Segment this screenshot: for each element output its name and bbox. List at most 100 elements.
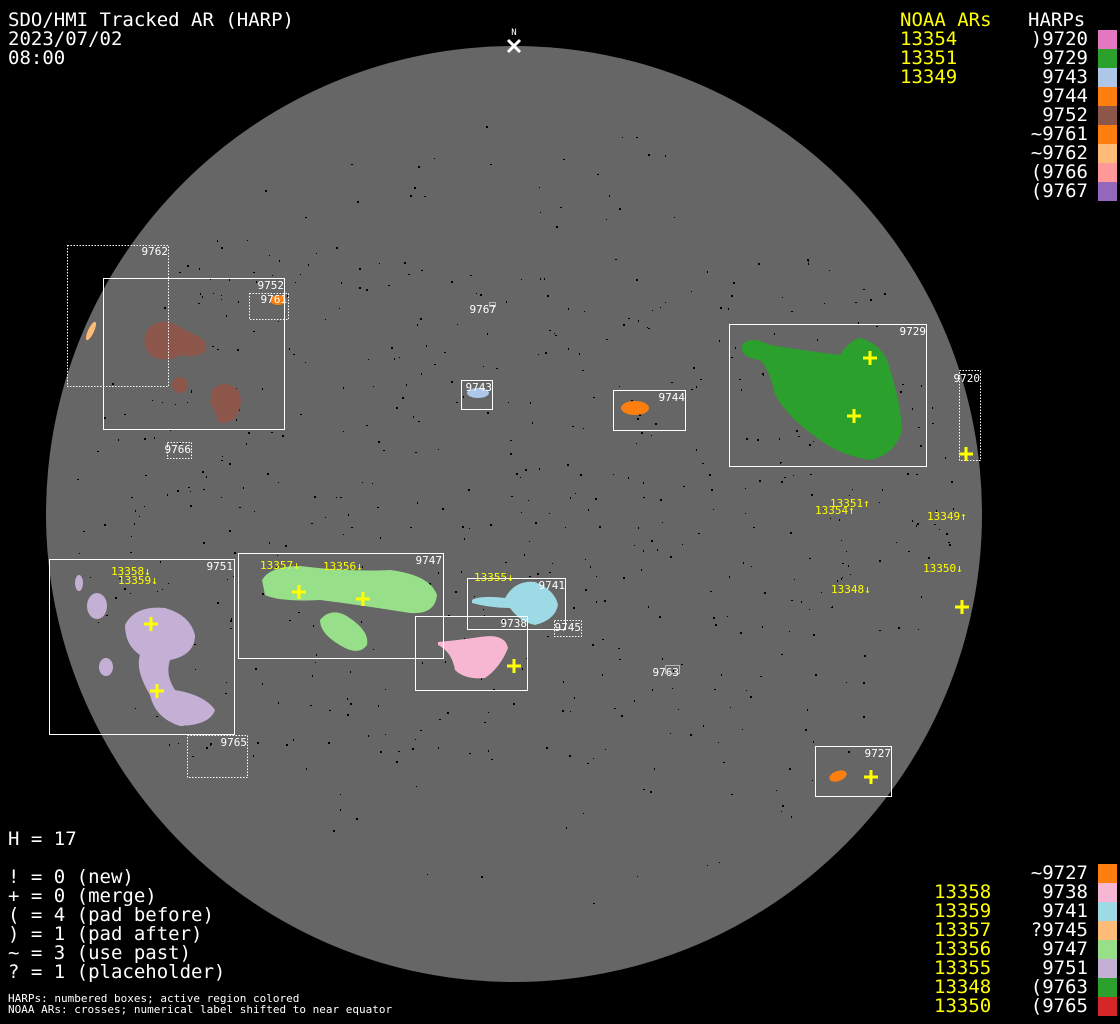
harp-box-9766[interactable] [167, 442, 192, 459]
speck [474, 596, 475, 597]
speck [350, 703, 352, 705]
speck [442, 508, 444, 510]
speck [351, 527, 353, 528]
speck [483, 609, 484, 610]
harp-label-9738: 9738 [501, 617, 528, 630]
speck [300, 274, 301, 275]
speck [510, 440, 512, 441]
speck [254, 511, 255, 512]
speck [506, 301, 507, 303]
speck [928, 557, 930, 559]
speck [592, 644, 594, 646]
speck [417, 324, 418, 326]
speck [491, 759, 493, 760]
harp-box-9747[interactable] [238, 553, 444, 659]
region-9751-c [75, 575, 83, 591]
harp-box-9743[interactable] [461, 380, 493, 410]
speck [202, 471, 204, 473]
speck [948, 542, 950, 543]
speck [226, 682, 227, 683]
harp-label-9744: 9744 [659, 391, 686, 404]
speck [574, 697, 575, 699]
speck [696, 386, 697, 388]
harp-box-9729[interactable] [729, 324, 927, 467]
speck [882, 489, 883, 491]
speck [139, 516, 140, 517]
speck [936, 510, 937, 512]
harp-box-9752[interactable] [103, 278, 285, 430]
speck [544, 278, 545, 280]
speck [917, 523, 919, 525]
speck [733, 282, 735, 284]
harp-box-9738[interactable] [415, 616, 528, 691]
region-9761 [270, 295, 286, 305]
speck [879, 502, 880, 503]
noaa-cross-icon [955, 600, 969, 614]
harp-box-9745[interactable] [554, 620, 582, 637]
speck [434, 364, 436, 365]
speck [720, 307, 722, 309]
speck [434, 158, 435, 159]
harp-box-9762[interactable] [67, 245, 169, 387]
speck [621, 715, 623, 717]
noaa-cross-icon [864, 770, 878, 784]
speck [356, 818, 358, 820]
speck [949, 544, 951, 546]
harp-box-9765[interactable] [187, 735, 248, 778]
speck [420, 730, 422, 731]
harp-box-9767[interactable] [489, 302, 496, 307]
speck [884, 293, 886, 295]
speck [671, 382, 673, 383]
harp-box-9727[interactable] [815, 746, 892, 797]
speck [191, 390, 192, 391]
noaa-cross-icon [150, 684, 164, 698]
speck [227, 579, 228, 580]
noaa-label-13350: 13350↓ [923, 562, 963, 575]
harp-box-9744[interactable] [613, 390, 686, 431]
speck [898, 627, 900, 629]
speck [643, 497, 645, 498]
speck [314, 496, 316, 498]
speck [340, 809, 341, 811]
speck [807, 709, 808, 711]
noaa-label-13355: 13355↓ [474, 571, 514, 584]
speck [780, 462, 782, 463]
speck [580, 474, 582, 476]
speck [267, 473, 269, 475]
speck [654, 768, 655, 770]
speck [336, 497, 337, 498]
speck [380, 537, 381, 539]
speck [698, 533, 700, 534]
harp-box-9741[interactable] [467, 578, 566, 630]
speck [584, 311, 585, 312]
speck [817, 339, 818, 341]
speck [487, 333, 488, 335]
speck [289, 620, 291, 621]
speck [221, 497, 222, 498]
harp-box-9761[interactable] [249, 293, 289, 320]
speck [305, 217, 307, 218]
speck [287, 295, 288, 297]
harp-box-9751[interactable] [49, 559, 235, 735]
speck [229, 463, 231, 465]
speck [513, 703, 515, 705]
speck [377, 507, 379, 508]
speck [636, 279, 638, 281]
speck [357, 201, 359, 203]
speck [439, 719, 441, 720]
speck [490, 524, 492, 526]
speck [662, 658, 663, 660]
speck [641, 569, 642, 571]
speck [779, 438, 780, 440]
harp-box-9720[interactable] [959, 370, 981, 461]
harp-box-9763[interactable] [665, 665, 680, 674]
speck [585, 559, 586, 560]
speck [713, 509, 714, 510]
speck [808, 263, 809, 265]
harp-legend-item: (9766 [1030, 161, 1088, 183]
speck [530, 402, 531, 404]
speck [636, 443, 637, 444]
speck [231, 618, 232, 620]
region-9752-a [144, 321, 207, 360]
speck [289, 348, 290, 350]
